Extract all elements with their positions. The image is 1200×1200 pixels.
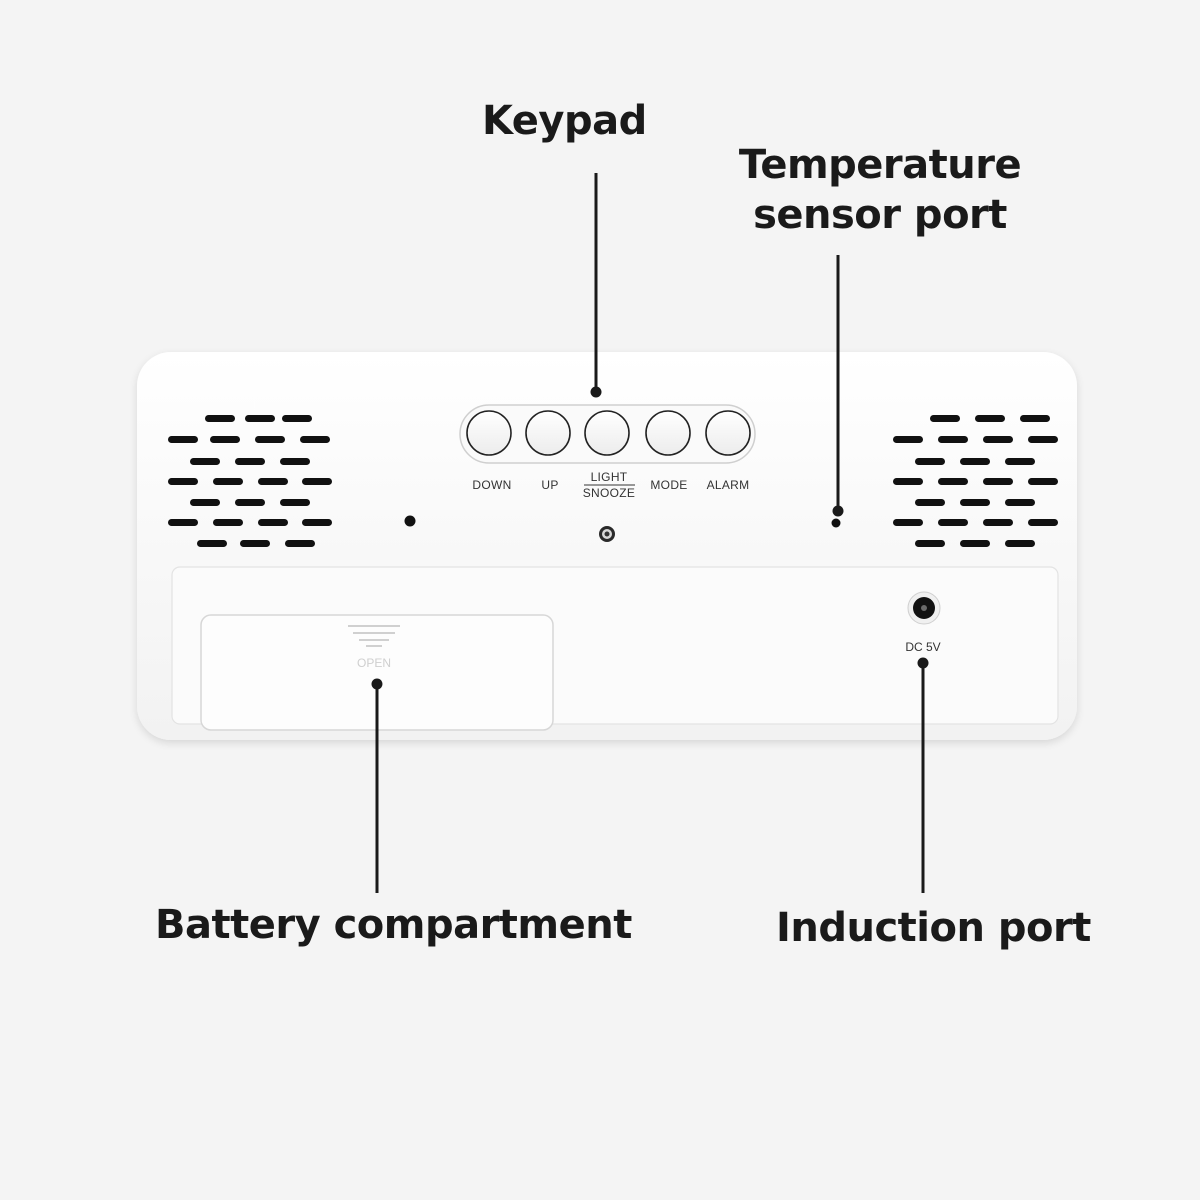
temperature-callout-line1: Temperature bbox=[738, 142, 1022, 188]
reset-hole bbox=[404, 515, 416, 527]
button-down-label: DOWN bbox=[472, 478, 511, 492]
button-down[interactable] bbox=[466, 410, 512, 456]
keypad-callout: Keypad bbox=[482, 98, 647, 144]
button-up-label: UP bbox=[541, 478, 558, 492]
temperature-sensor-callout: Temperature sensor port bbox=[730, 140, 1030, 240]
dc-5v-label: DC 5V bbox=[905, 640, 940, 654]
battery-compartment-callout: Battery compartment bbox=[155, 902, 632, 948]
right-speaker-grille bbox=[893, 415, 1058, 547]
induction-pointer bbox=[917, 657, 929, 893]
open-label: OPEN bbox=[357, 656, 391, 670]
keypad-pointer bbox=[590, 173, 602, 398]
dc-power-jack bbox=[907, 591, 941, 625]
temperature-pointer bbox=[832, 255, 844, 517]
temperature-callout-line2: sensor port bbox=[753, 192, 1007, 238]
button-alarm-label: ALARM bbox=[707, 478, 750, 492]
button-alarm[interactable] bbox=[705, 410, 751, 456]
battery-pointer bbox=[371, 678, 383, 893]
button-light-snooze[interactable] bbox=[584, 410, 630, 456]
button-snooze-label: SNOOZE bbox=[583, 486, 635, 500]
open-arrow-icon bbox=[348, 625, 400, 647]
button-light-label: LIGHT bbox=[591, 470, 628, 484]
left-speaker-grille bbox=[168, 415, 332, 547]
button-mode[interactable] bbox=[645, 410, 691, 456]
button-mode-label: MODE bbox=[650, 478, 687, 492]
button-up[interactable] bbox=[525, 410, 571, 456]
screw-icon bbox=[599, 526, 615, 542]
temperature-sensor-port bbox=[831, 518, 841, 528]
induction-port-callout: Induction port bbox=[776, 905, 1091, 951]
